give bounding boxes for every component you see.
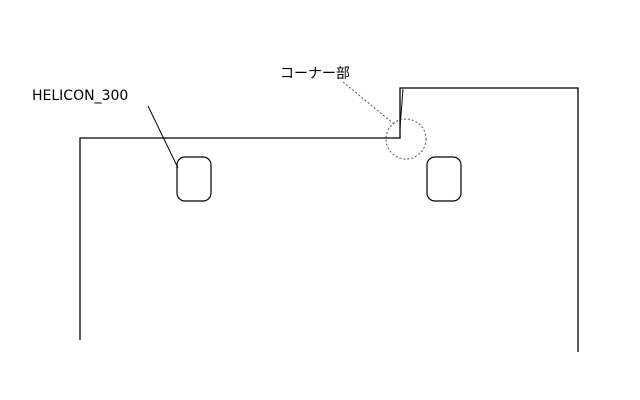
corner-highlight-circle: [385, 118, 427, 160]
helicon-leader-line: [147, 105, 179, 169]
corner-leader-line: [342, 81, 395, 125]
helicon-label: HELICON_300: [32, 88, 129, 104]
hole-left: [176, 156, 212, 202]
hole-right: [426, 156, 462, 202]
corner-edge: [399, 88, 404, 129]
corner-label: コーナー部: [280, 66, 350, 82]
part-outline: [79, 87, 579, 352]
